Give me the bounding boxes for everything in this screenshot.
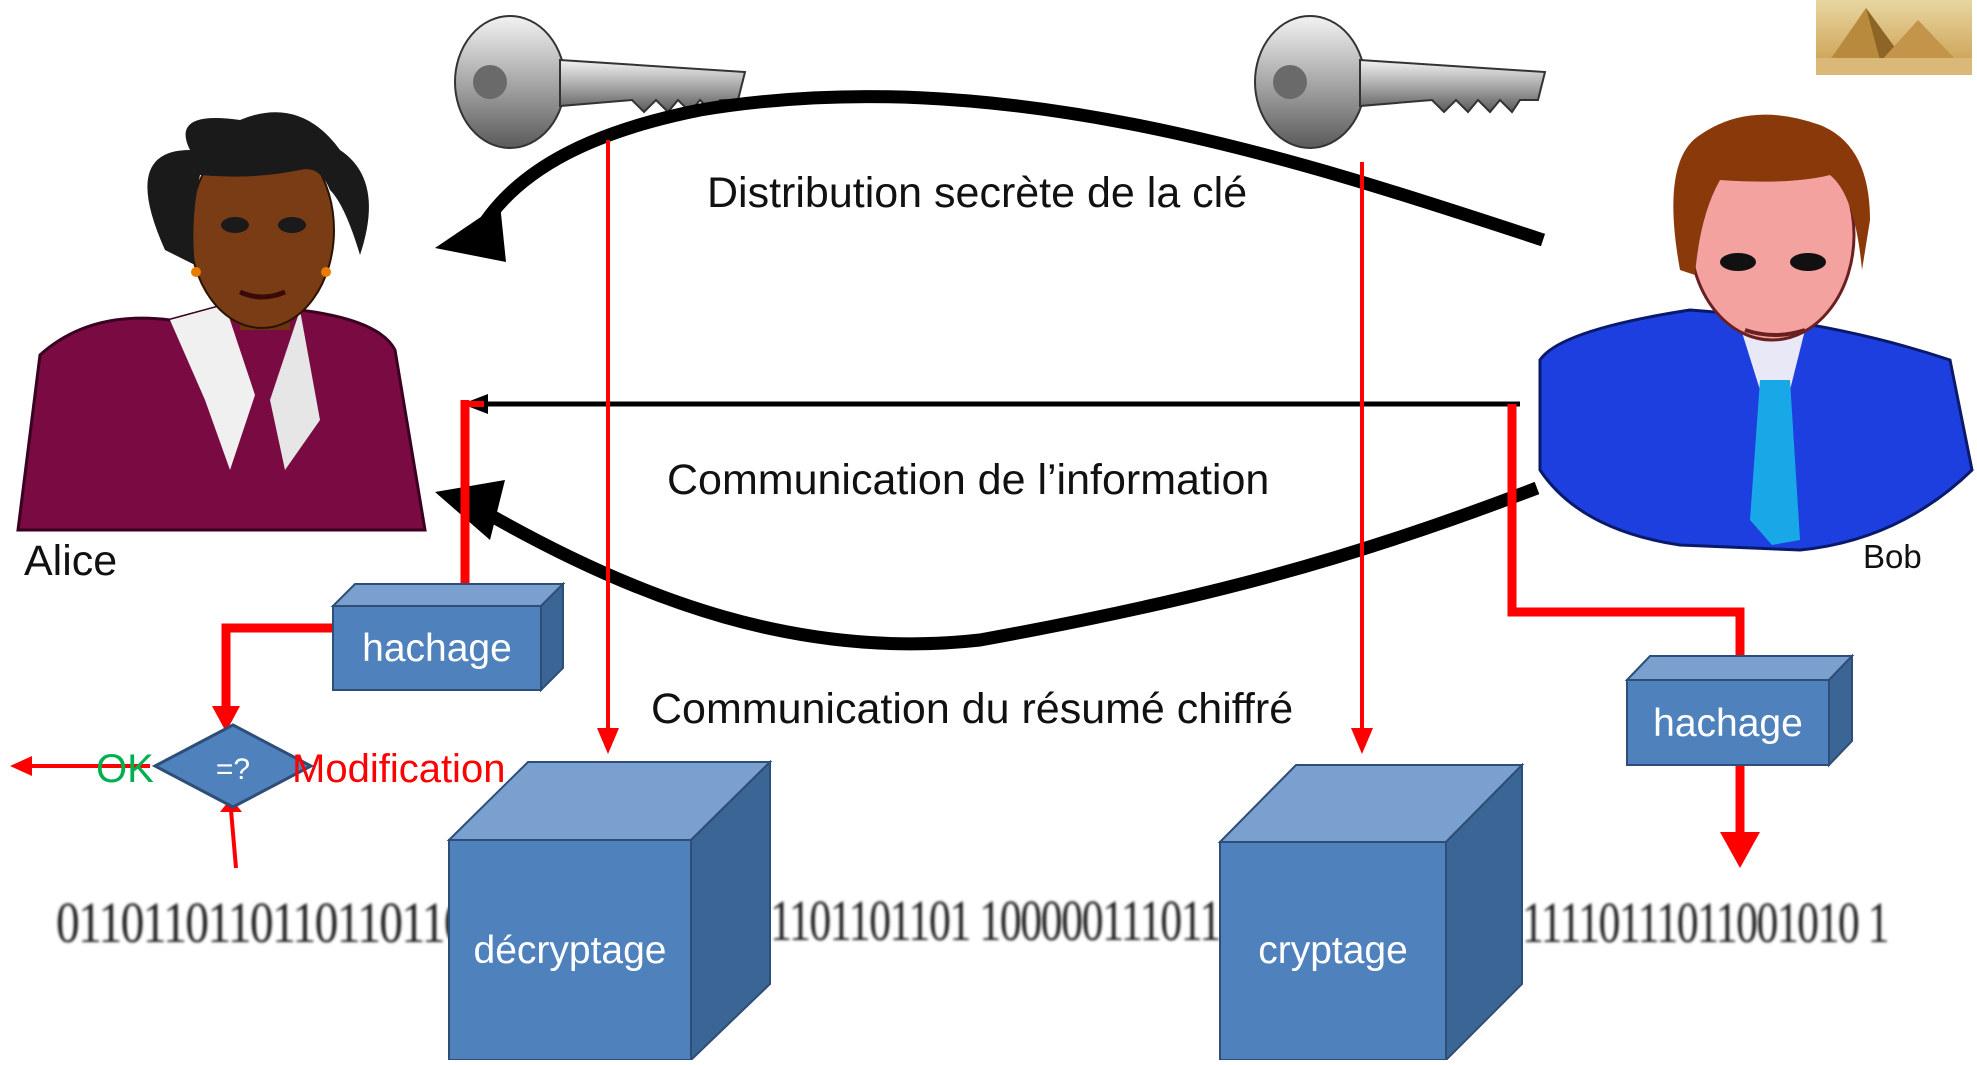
decrypted-digest-arrow	[229, 809, 238, 869]
flow-label-key-distribution: Distribution secrète de la clé	[707, 169, 1247, 217]
bob-hash-connector	[1507, 404, 1745, 660]
bob-figure	[1538, 114, 1974, 552]
bob-tie	[1750, 380, 1800, 545]
arrowhead-icon	[212, 706, 240, 732]
compare-diamond	[151, 723, 315, 809]
key-icon	[1254, 15, 1547, 149]
hash-box-bob-label: hachage	[1653, 702, 1803, 745]
flow-label-information: Communication de l’information	[667, 456, 1269, 504]
decrypt-box: décryptage	[446, 759, 773, 1063]
bitstream-middle: 1101101101 100000111011	[770, 888, 1220, 953]
outcome-modification: Modification	[292, 747, 505, 791]
compare-label: =?	[216, 753, 250, 786]
arrowhead-icon	[435, 204, 506, 262]
arrowhead-icon	[10, 756, 32, 776]
arrowhead-icon	[597, 728, 619, 754]
bob-suit	[1538, 308, 1974, 552]
encrypt-box: cryptage	[1217, 762, 1525, 1063]
bob-hair	[1673, 114, 1870, 275]
outcome-ok: OK	[96, 747, 154, 791]
key-icon	[454, 15, 747, 149]
hash-box-alice: hachage	[330, 581, 566, 693]
hash-box-alice-label: hachage	[362, 627, 512, 670]
arrowhead-icon	[1351, 728, 1373, 754]
hash-box-bob: hachage	[1624, 653, 1855, 768]
arrowhead-icon	[435, 480, 505, 540]
encrypt-box-label: cryptage	[1258, 929, 1408, 972]
bob-label: Bob	[1863, 538, 1922, 575]
arrowhead-icon	[1720, 832, 1760, 868]
digest-arrow	[486, 481, 1540, 651]
flow-label-digest: Communication du résumé chiffré	[651, 685, 1293, 733]
hash-to-compare-connector	[221, 623, 335, 712]
bitstream-right: 11110111011001010 1	[1522, 890, 1888, 955]
bitstream-layer: 0110110110110110110 1101101101 100000111…	[56, 888, 1890, 955]
pyramid-thumbnail	[1816, 0, 1972, 75]
key-distribution-arrow	[474, 90, 1546, 247]
alice-figure	[16, 112, 427, 532]
bitstream-left: 0110110110110110110	[56, 890, 466, 955]
alice-label: Alice	[24, 537, 117, 585]
alice-hair	[147, 112, 369, 265]
decrypt-box-label: décryptage	[474, 929, 667, 972]
